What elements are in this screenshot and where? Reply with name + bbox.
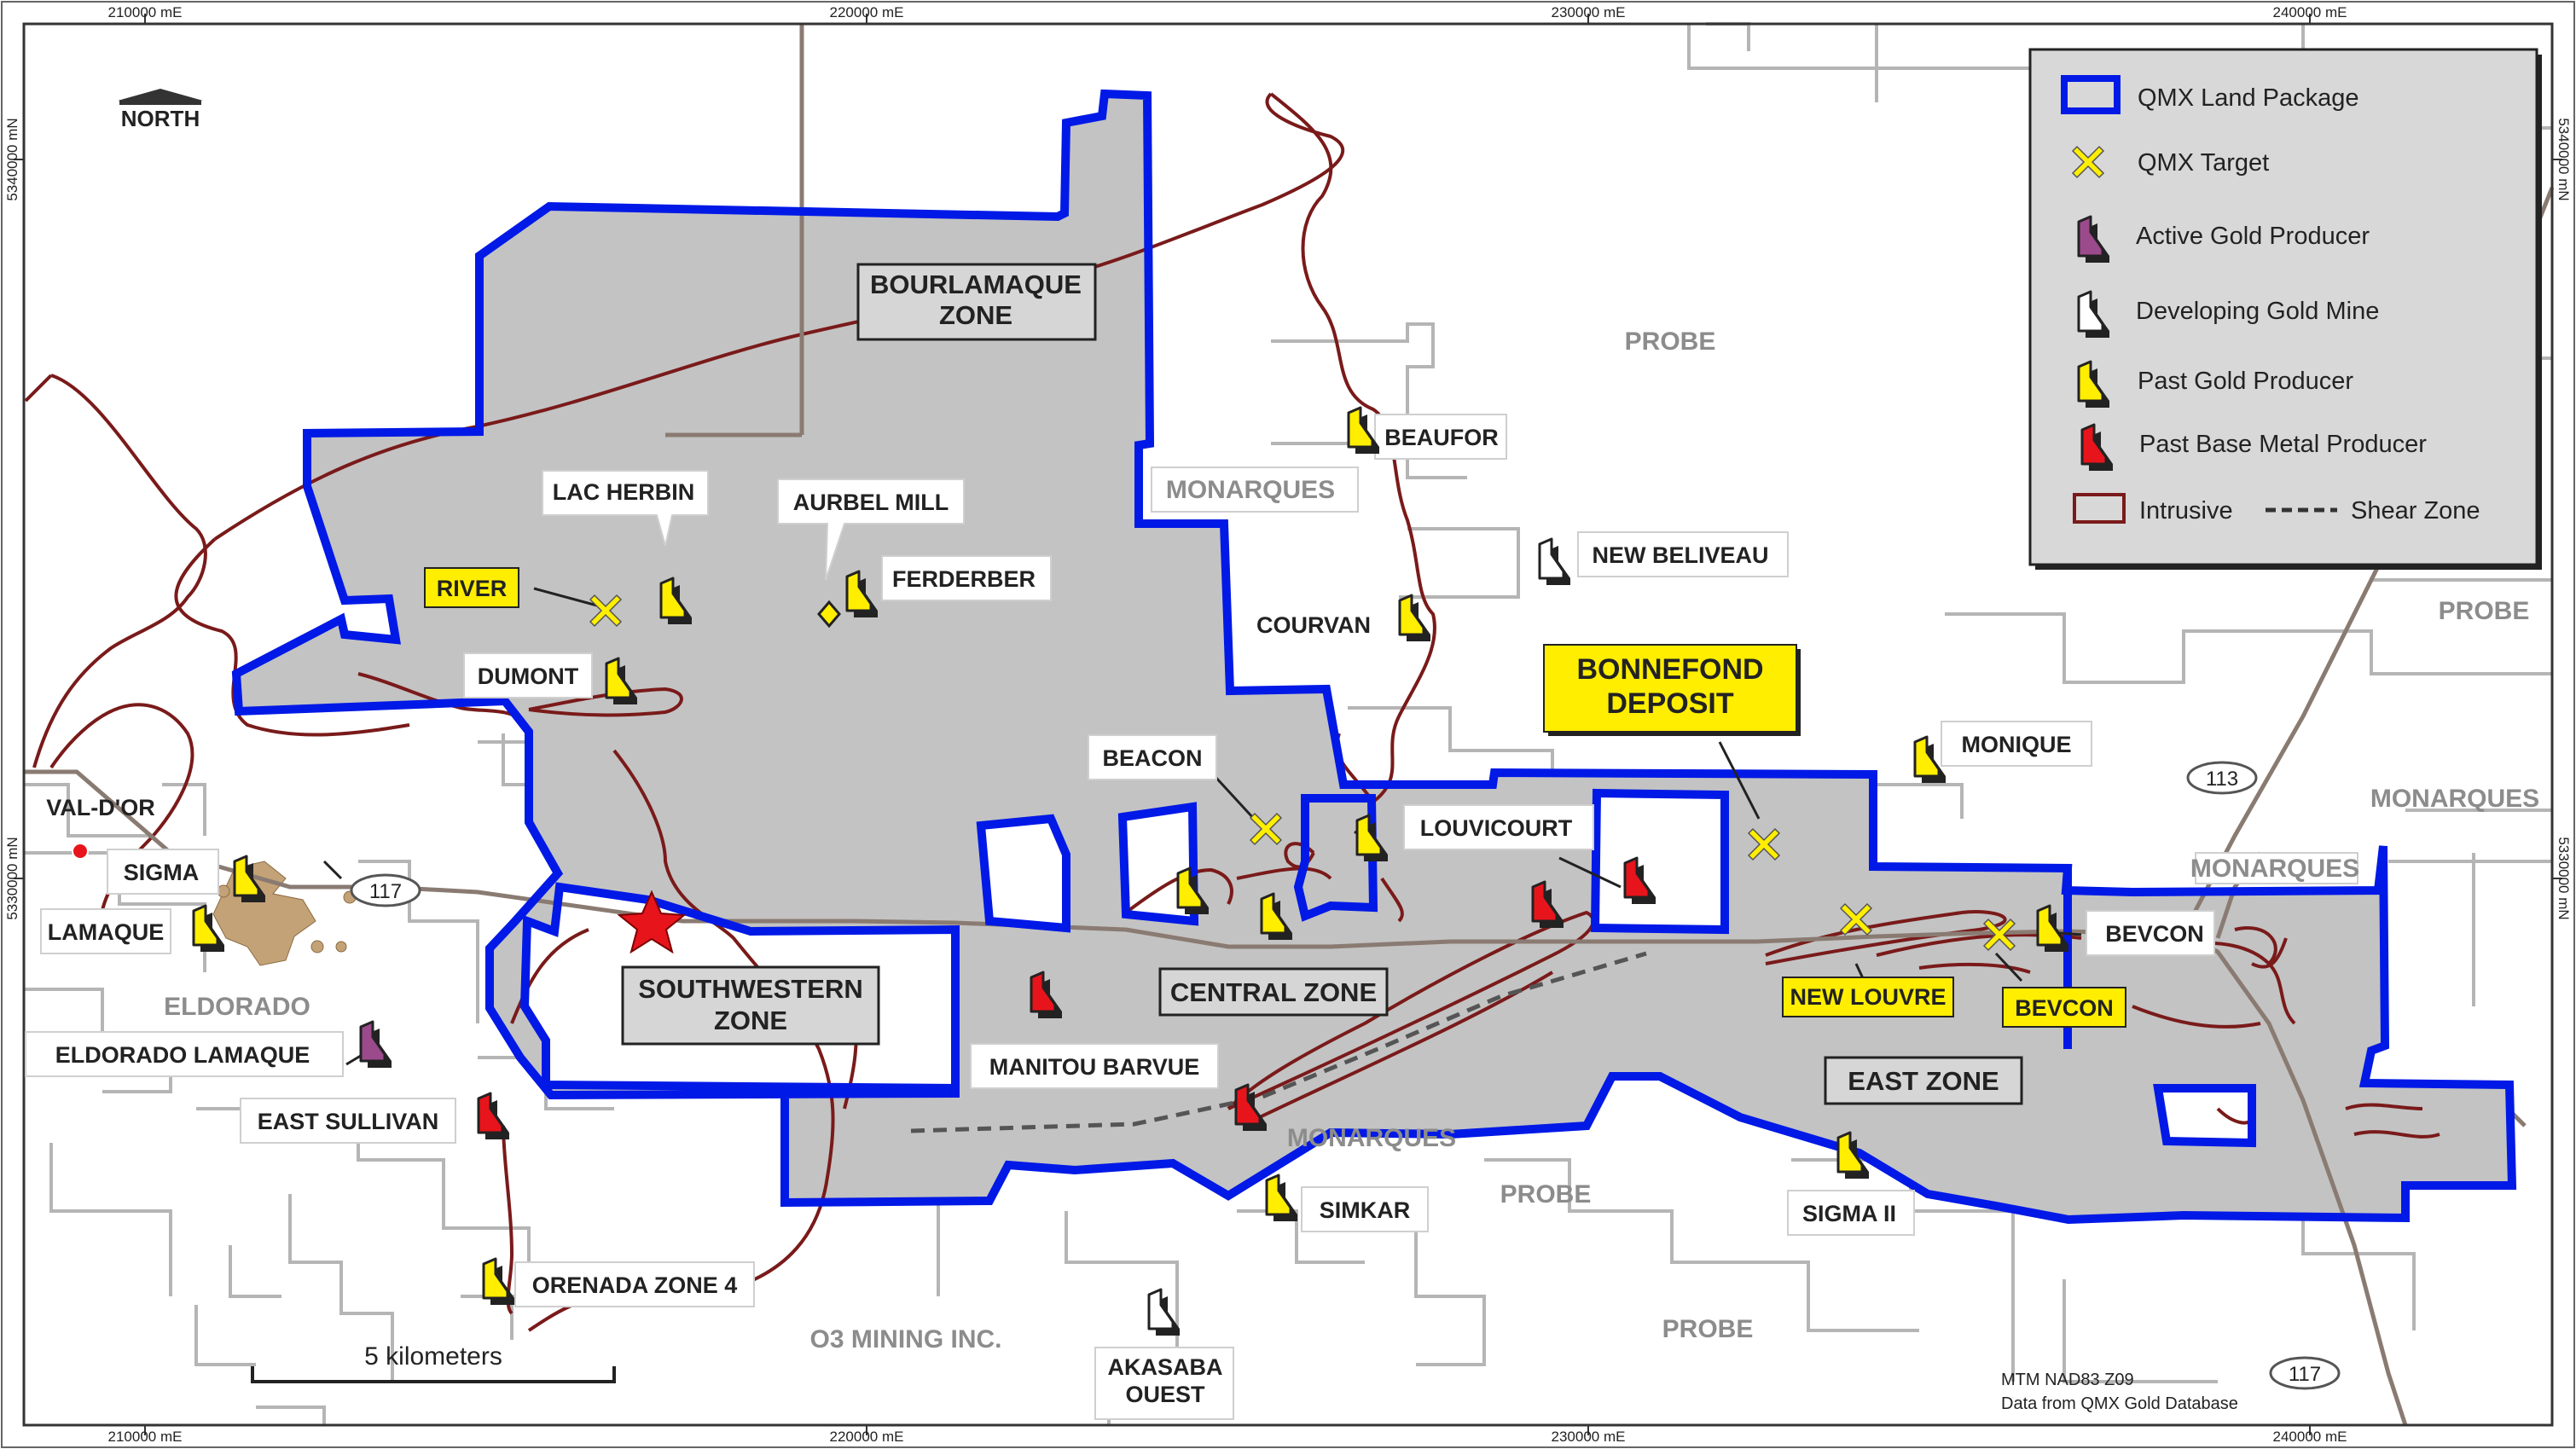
- grid-label-left-1: 5340000 mN: [4, 118, 20, 200]
- target-labels: RIVER NEW LOUVRE BEVCON: [424, 567, 2126, 1028]
- grid-label-top-2: 220000 mE: [830, 4, 904, 20]
- grid-label-bottom-1: 210000 mE: [108, 1429, 183, 1445]
- scale-bar: 5 kilometers: [251, 1342, 616, 1383]
- claim-label-monarques-4: MONARQUES: [1287, 1124, 1456, 1152]
- southwestern-zone-line-2: ZONE: [714, 1006, 787, 1035]
- akasaba-line-1: AKASABA: [1108, 1354, 1223, 1380]
- bonnefond-line-2: DEPOSIT: [1606, 687, 1733, 720]
- grid-label-bottom-4: 240000 mE: [2273, 1429, 2347, 1445]
- simkar-label: SIMKAR: [1320, 1197, 1411, 1223]
- beaufor-label: BEAUFOR: [1384, 425, 1499, 450]
- east-sullivan-label: EAST SULLIVAN: [258, 1109, 439, 1134]
- star-icon: [617, 890, 687, 954]
- legend-developing-mine-label: Developing Gold Mine: [2136, 298, 2379, 325]
- manitou-barvue-label: MANITOU BARVUE: [989, 1054, 1200, 1080]
- bourlamaque-zone-box: [856, 263, 1097, 341]
- zone-labels: BOURLAMAQUE ZONE SOUTHWESTERN ZONE CENTR…: [621, 263, 2023, 1105]
- grid-label-bottom-2: 220000 mE: [830, 1429, 904, 1445]
- new-beliveau-label: NEW BELIVEAU: [1592, 542, 1768, 568]
- aurbel-mill-icon: [817, 600, 841, 629]
- legend-target-label: QMX Target: [2138, 149, 2269, 177]
- route-117-east-label: 117: [2289, 1363, 2321, 1386]
- orenada-label: ORENADA ZONE 4: [532, 1272, 738, 1298]
- ferderber-label: FERDERBER: [892, 566, 1036, 592]
- bonnefond-deposit-callout: BONNEFOND DEPOSIT: [1543, 644, 1801, 820]
- claim-label-probe-2: PROBE: [2439, 597, 2530, 625]
- val-dor-town-icon: [72, 843, 89, 860]
- eldorado-lamaque-label: ELDORADO LAMAQUE: [55, 1042, 310, 1068]
- river-target-label: RIVER: [437, 576, 508, 601]
- east-zone-label: EAST ZONE: [1848, 1066, 1999, 1096]
- lac-herbin-label: LAC HERBIN: [553, 479, 695, 505]
- legend-past-gold-label: Past Gold Producer: [2138, 368, 2353, 395]
- mine-icons: [192, 406, 2070, 1337]
- legend-shear-label: Shear Zone: [2351, 497, 2480, 525]
- grid-label-top-1: 210000 mE: [108, 4, 183, 20]
- claim-label-probe-1: PROBE: [1625, 327, 1716, 356]
- louvicourt-label: LOUVICOURT: [1420, 815, 1573, 841]
- claim-label-monarques-1: MONARQUES: [1166, 476, 1335, 504]
- credits: MTM NAD83 Z09 Data from QMX Gold Databas…: [2001, 1371, 2238, 1413]
- legend-land-package-icon: [2061, 75, 2121, 114]
- dumont-label: DUMONT: [478, 664, 579, 689]
- claim-label-probe-4: PROBE: [1662, 1315, 1754, 1343]
- legend: QMX Land Package QMX Target Active Gold …: [2028, 48, 2542, 570]
- central-zone-label: CENTRAL ZONE: [1170, 977, 1377, 1007]
- grid-label-right-1: 5340000 mN: [2556, 118, 2572, 200]
- credits-line-1: MTM NAD83 Z09: [2001, 1371, 2134, 1389]
- route-117-west-label: 117: [369, 880, 402, 903]
- courvan-label: COURVAN: [1256, 612, 1371, 638]
- lamaque-label: LAMAQUE: [48, 919, 165, 945]
- grid-label-left-2: 5330000 mN: [4, 837, 20, 919]
- qmx-land-package: [236, 94, 2512, 1220]
- legend-past-base-metal-label: Past Base Metal Producer: [2139, 431, 2427, 458]
- grid-label-bottom-3: 230000 mE: [1552, 1429, 1626, 1445]
- southwestern-zone-box: [621, 965, 880, 1046]
- sigma-label: SIGMA: [124, 860, 200, 885]
- north-label: NORTH: [121, 106, 200, 131]
- legend-active-producer-label: Active Gold Producer: [2136, 223, 2370, 250]
- claim-label-eldorado: ELDORADO: [164, 993, 310, 1021]
- credits-line-2: Data from QMX Gold Database: [2001, 1394, 2238, 1413]
- east-zone-box: [1824, 1056, 2023, 1105]
- claim-label-probe-3: PROBE: [1500, 1180, 1592, 1208]
- north-arrow: NORTH: [118, 89, 203, 131]
- claim-label-monarques-3: MONARQUES: [2190, 855, 2359, 883]
- claim-label-o3-mining: O3 MINING INC.: [809, 1325, 1001, 1353]
- mine-labels: LAC HERBIN AURBEL MILL FERDERBER DUMONT …: [25, 414, 2215, 1420]
- central-zone-box: [1158, 967, 1389, 1017]
- bourlamaque-zone-line-1: BOURLAMAQUE: [870, 270, 1082, 299]
- bevcon-mine-label: BEVCON: [2105, 921, 2204, 947]
- southwestern-zone-line-1: SOUTHWESTERN: [638, 974, 863, 1004]
- scale-bar-label: 5 kilometers: [364, 1342, 502, 1371]
- grid-label-top-3: 230000 mE: [1552, 4, 1626, 20]
- road-shields: 117 113 117: [350, 761, 2341, 1390]
- val-dor-label: VAL-D'OR: [46, 795, 154, 820]
- aurbel-mill-label: AURBEL MILL: [793, 490, 949, 515]
- shear-zone: [910, 951, 1647, 1133]
- grid-label-top-4: 240000 mE: [2273, 4, 2347, 20]
- akasaba-line-2: OUEST: [1125, 1382, 1205, 1407]
- grid-label-right-2: 5330000 mN: [2556, 837, 2572, 919]
- sigma-ii-label: SIGMA II: [1802, 1201, 1896, 1226]
- claim-label-monarques-2: MONARQUES: [2370, 785, 2539, 813]
- monique-label: MONIQUE: [1961, 732, 2071, 757]
- bevcon-target-label: BEVCON: [2015, 995, 2114, 1021]
- new-louvre-target-label: NEW LOUVRE: [1790, 984, 1946, 1010]
- bourlamaque-zone-line-2: ZONE: [939, 300, 1012, 330]
- beacon-label: BEACON: [1102, 745, 1202, 771]
- legend-intrusive-label: Intrusive: [2139, 497, 2233, 525]
- lac-herbin-callout: [542, 470, 709, 547]
- bonnefond-line-1: BONNEFOND: [1576, 653, 1763, 686]
- route-113-label: 113: [2206, 768, 2238, 791]
- aurbel-mill-callout: [777, 478, 965, 581]
- legend-intrusive-icon: [2073, 493, 2126, 524]
- claim-labels: PROBE PROBE PROBE PROBE MONARQUES MONARQ…: [164, 327, 2539, 1353]
- legend-land-package-label: QMX Land Package: [2138, 84, 2359, 112]
